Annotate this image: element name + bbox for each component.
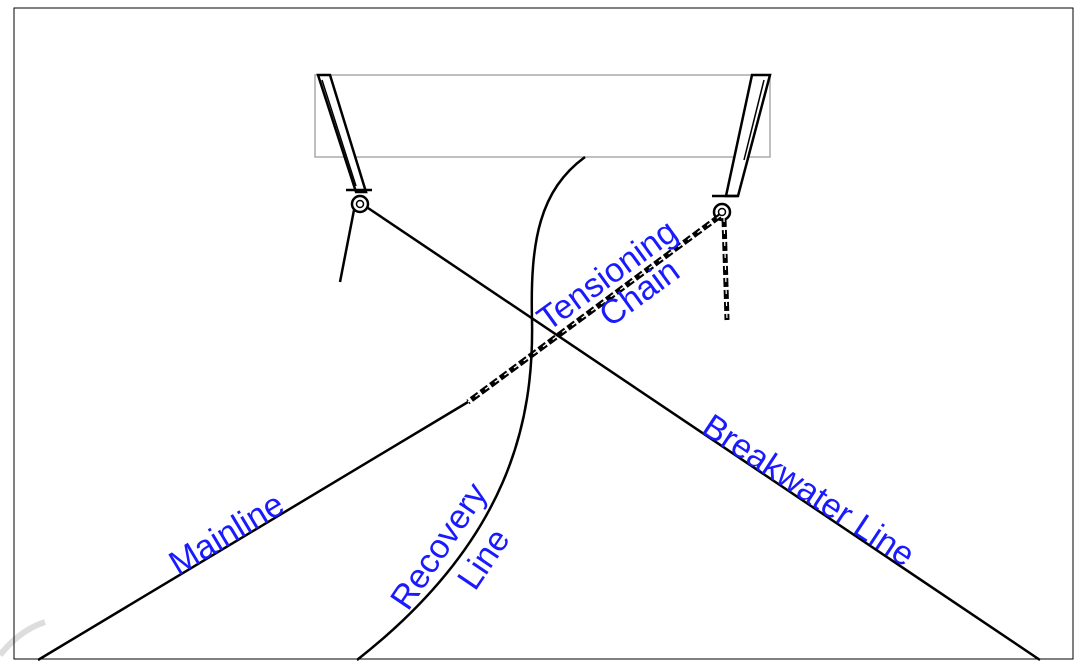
watermark-arc <box>0 619 46 657</box>
vessel-outline <box>314 74 771 158</box>
diagram-frame <box>13 7 1074 660</box>
left-tail-line <box>338 209 356 283</box>
hanging-chain-tail <box>721 217 730 321</box>
right-davit <box>712 73 772 222</box>
breakwater-line-label: Breakwater Line <box>696 407 922 574</box>
mainline-label: Mainline <box>163 485 291 583</box>
tensioning-chain <box>466 213 722 405</box>
left-davit <box>316 73 372 214</box>
mainline <box>37 400 469 662</box>
breakwater-line <box>367 206 1041 662</box>
